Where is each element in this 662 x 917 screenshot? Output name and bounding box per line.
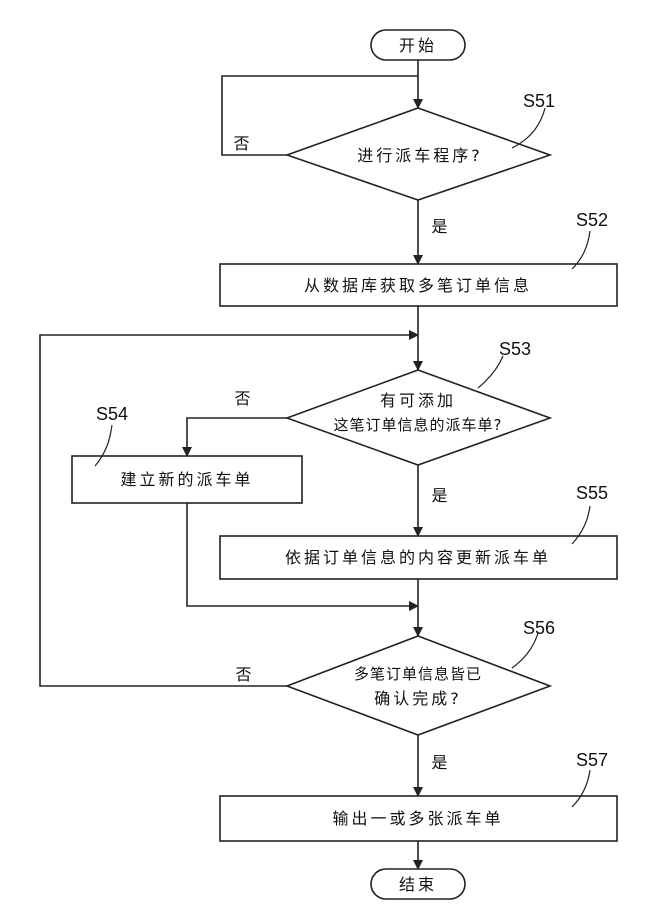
s51-question: 进行派车程序? — [357, 146, 483, 165]
s51-id: S51 — [523, 91, 555, 111]
connector-s53-s54 — [187, 418, 287, 456]
s53-question-line2: 这笔订单信息的派车单? — [334, 416, 503, 434]
s56-question-line2: 确认完成? — [374, 689, 462, 708]
s52-id: S52 — [576, 210, 608, 230]
s52-text: 从数据库获取多笔订单信息 — [304, 276, 532, 295]
s51-leader — [512, 108, 545, 148]
s57-id: S57 — [576, 750, 608, 770]
s56-id: S56 — [523, 618, 555, 638]
start-label: 开始 — [399, 36, 437, 55]
s56-decision — [287, 636, 550, 735]
s56-yes-label: 是 — [431, 753, 450, 772]
s53-leader — [478, 356, 503, 388]
s53-question-line1: 有可添加 — [380, 391, 456, 410]
end-label: 结束 — [399, 875, 437, 894]
s55-id: S55 — [576, 483, 608, 503]
s55-text: 依据订单信息的内容更新派车单 — [285, 548, 551, 567]
s53-id: S53 — [499, 339, 531, 359]
s57-text: 输出一或多张派车单 — [332, 809, 503, 828]
s54-id: S54 — [96, 404, 128, 424]
s53-yes-label: 是 — [431, 486, 450, 505]
s56-question-line1: 多笔订单信息皆已 — [354, 665, 482, 683]
s51-no-label: 否 — [233, 134, 252, 153]
s56-leader — [512, 633, 538, 668]
s54-text: 建立新的派车单 — [120, 470, 253, 489]
s56-no-label: 否 — [235, 665, 254, 684]
s53-no-label: 否 — [234, 389, 253, 408]
s51-yes-label: 是 — [431, 217, 450, 236]
connector-s56-no-loop — [40, 335, 418, 686]
